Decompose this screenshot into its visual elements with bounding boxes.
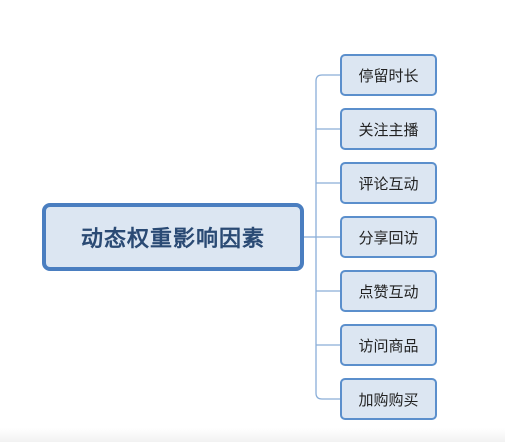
subtopic-label: 访问商品 bbox=[358, 336, 419, 355]
subtopic-label: 评论互动 bbox=[358, 174, 419, 193]
root-topic[interactable]: 动态权重影响因素 bbox=[42, 203, 304, 271]
subtopic-label: 分享回访 bbox=[358, 228, 419, 247]
subtopic-label: 关注主播 bbox=[358, 120, 419, 139]
subtopic-add-to-cart-purchase[interactable]: 加购购买 bbox=[340, 378, 437, 420]
subtopic-label: 停留时长 bbox=[358, 66, 419, 85]
subtopic-label: 加购购买 bbox=[358, 390, 419, 409]
subtopic-follow-streamer[interactable]: 关注主播 bbox=[340, 108, 437, 150]
root-topic-label: 动态权重影响因素 bbox=[80, 227, 265, 252]
subtopic-like-interaction[interactable]: 点赞互动 bbox=[340, 270, 437, 312]
subtopic-share-revisit[interactable]: 分享回访 bbox=[340, 216, 437, 258]
bottom-edge bbox=[0, 428, 505, 442]
subtopic-label: 点赞互动 bbox=[358, 282, 419, 301]
subtopic-visit-product[interactable]: 访问商品 bbox=[340, 324, 437, 366]
subtopic-dwell-time[interactable]: 停留时长 bbox=[340, 54, 437, 96]
subtopic-comment-interaction[interactable]: 评论互动 bbox=[340, 162, 437, 204]
